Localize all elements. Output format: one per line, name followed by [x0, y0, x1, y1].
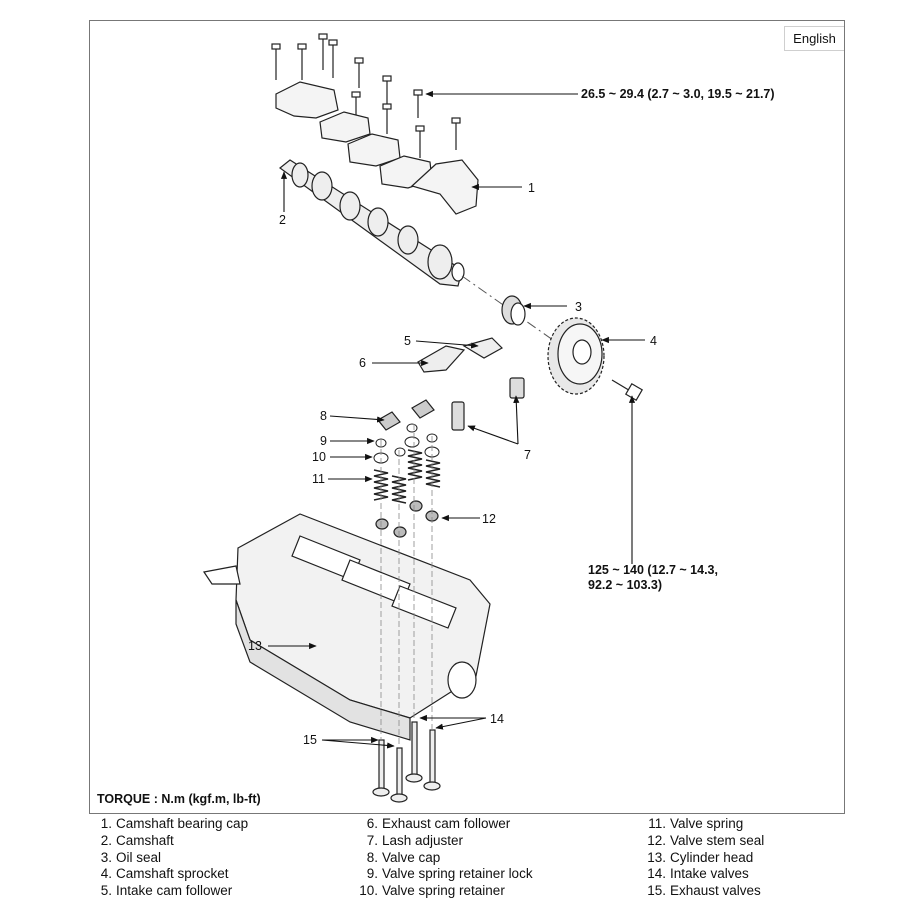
legend-column-2: 6.Exhaust cam follower 7.Lash adjuster 8… [358, 816, 533, 900]
cylinder-head [202, 513, 491, 741]
diagram-frame [89, 20, 845, 814]
legend-item: 13.Cylinder head [647, 849, 754, 865]
torque-units-title: TORQUE : N.m (kgf.m, lb-ft) [97, 792, 261, 806]
valve-caps [377, 399, 435, 431]
bolt [354, 57, 364, 88]
callout-2: 2 [279, 213, 286, 227]
bolt [328, 39, 338, 78]
camshaft [279, 159, 465, 287]
callout-10: 10 [312, 450, 326, 464]
language-button[interactable]: English [784, 26, 844, 51]
retainers [373, 423, 440, 464]
legend-item: 5.Intake cam follower [100, 883, 233, 899]
legend-item: 3.Oil seal [100, 849, 162, 865]
legend-item: 11.Valve spring [648, 816, 744, 831]
leader-lines [268, 90, 645, 749]
legend-column-3: 11.Valve spring 12.Valve stem seal 13.Cy… [646, 816, 764, 900]
sprocket-bolt [611, 379, 644, 402]
camshaft-bearing-caps [275, 81, 479, 215]
torque-spec-sprocket-line1: 125 ~ 140 (12.7 ~ 14.3, [588, 563, 718, 577]
cam-followers [417, 337, 503, 373]
legend-item: 10.Valve spring retainer [359, 883, 505, 899]
legend-item: 8.Valve cap [366, 849, 441, 865]
bolt [318, 33, 328, 70]
bolt [415, 125, 425, 158]
cap-bolts [271, 33, 461, 158]
valves [372, 721, 441, 803]
valve-axes [380, 424, 433, 748]
legend-item: 9.Valve spring retainer lock [366, 866, 533, 882]
bolt [271, 43, 281, 80]
callout-6: 6 [359, 356, 366, 370]
legend-item: 12.Valve stem seal [647, 832, 765, 848]
legend-item: 14.Intake valves [647, 866, 749, 882]
bolt [451, 117, 461, 150]
oil-seal [501, 295, 526, 326]
bolt [382, 103, 392, 134]
callout-5: 5 [404, 334, 411, 348]
legend-column-1: 1.Camshaft bearing cap 2.Camshaft 3.Oil … [92, 816, 248, 900]
callout-4: 4 [650, 334, 657, 348]
callout-11: 11 [312, 472, 325, 486]
callout-9: 9 [320, 434, 327, 448]
lash-adjusters [451, 377, 525, 431]
callout-14: 14 [490, 712, 504, 726]
bolt [297, 43, 307, 80]
callout-3: 3 [575, 300, 582, 314]
legend-item: 4.Camshaft sprocket [100, 866, 229, 882]
callout-8: 8 [320, 409, 327, 423]
torque-spec-sprocket-line2: 92.2 ~ 103.3) [588, 578, 662, 592]
callout-13: 13 [248, 639, 262, 653]
torque-spec-cap-bolts: 26.5 ~ 29.4 (2.7 ~ 3.0, 19.5 ~ 21.7) [581, 87, 775, 101]
callout-1: 1 [528, 181, 535, 195]
legend-item: 1.Camshaft bearing cap [100, 816, 249, 831]
legend-item: 7.Lash adjuster [366, 832, 464, 848]
legend-item: 15.Exhaust valves [647, 883, 761, 899]
camshaft-sprocket [547, 317, 605, 395]
callout-7: 7 [524, 448, 531, 462]
bolt [413, 89, 423, 118]
legend-item: 2.Camshaft [100, 832, 174, 848]
callout-12: 12 [482, 512, 496, 526]
valve-stem-seals [375, 500, 439, 538]
callout-15: 15 [303, 733, 317, 747]
legend-item: 6.Exhaust cam follower [366, 816, 511, 831]
bolt [382, 75, 392, 106]
